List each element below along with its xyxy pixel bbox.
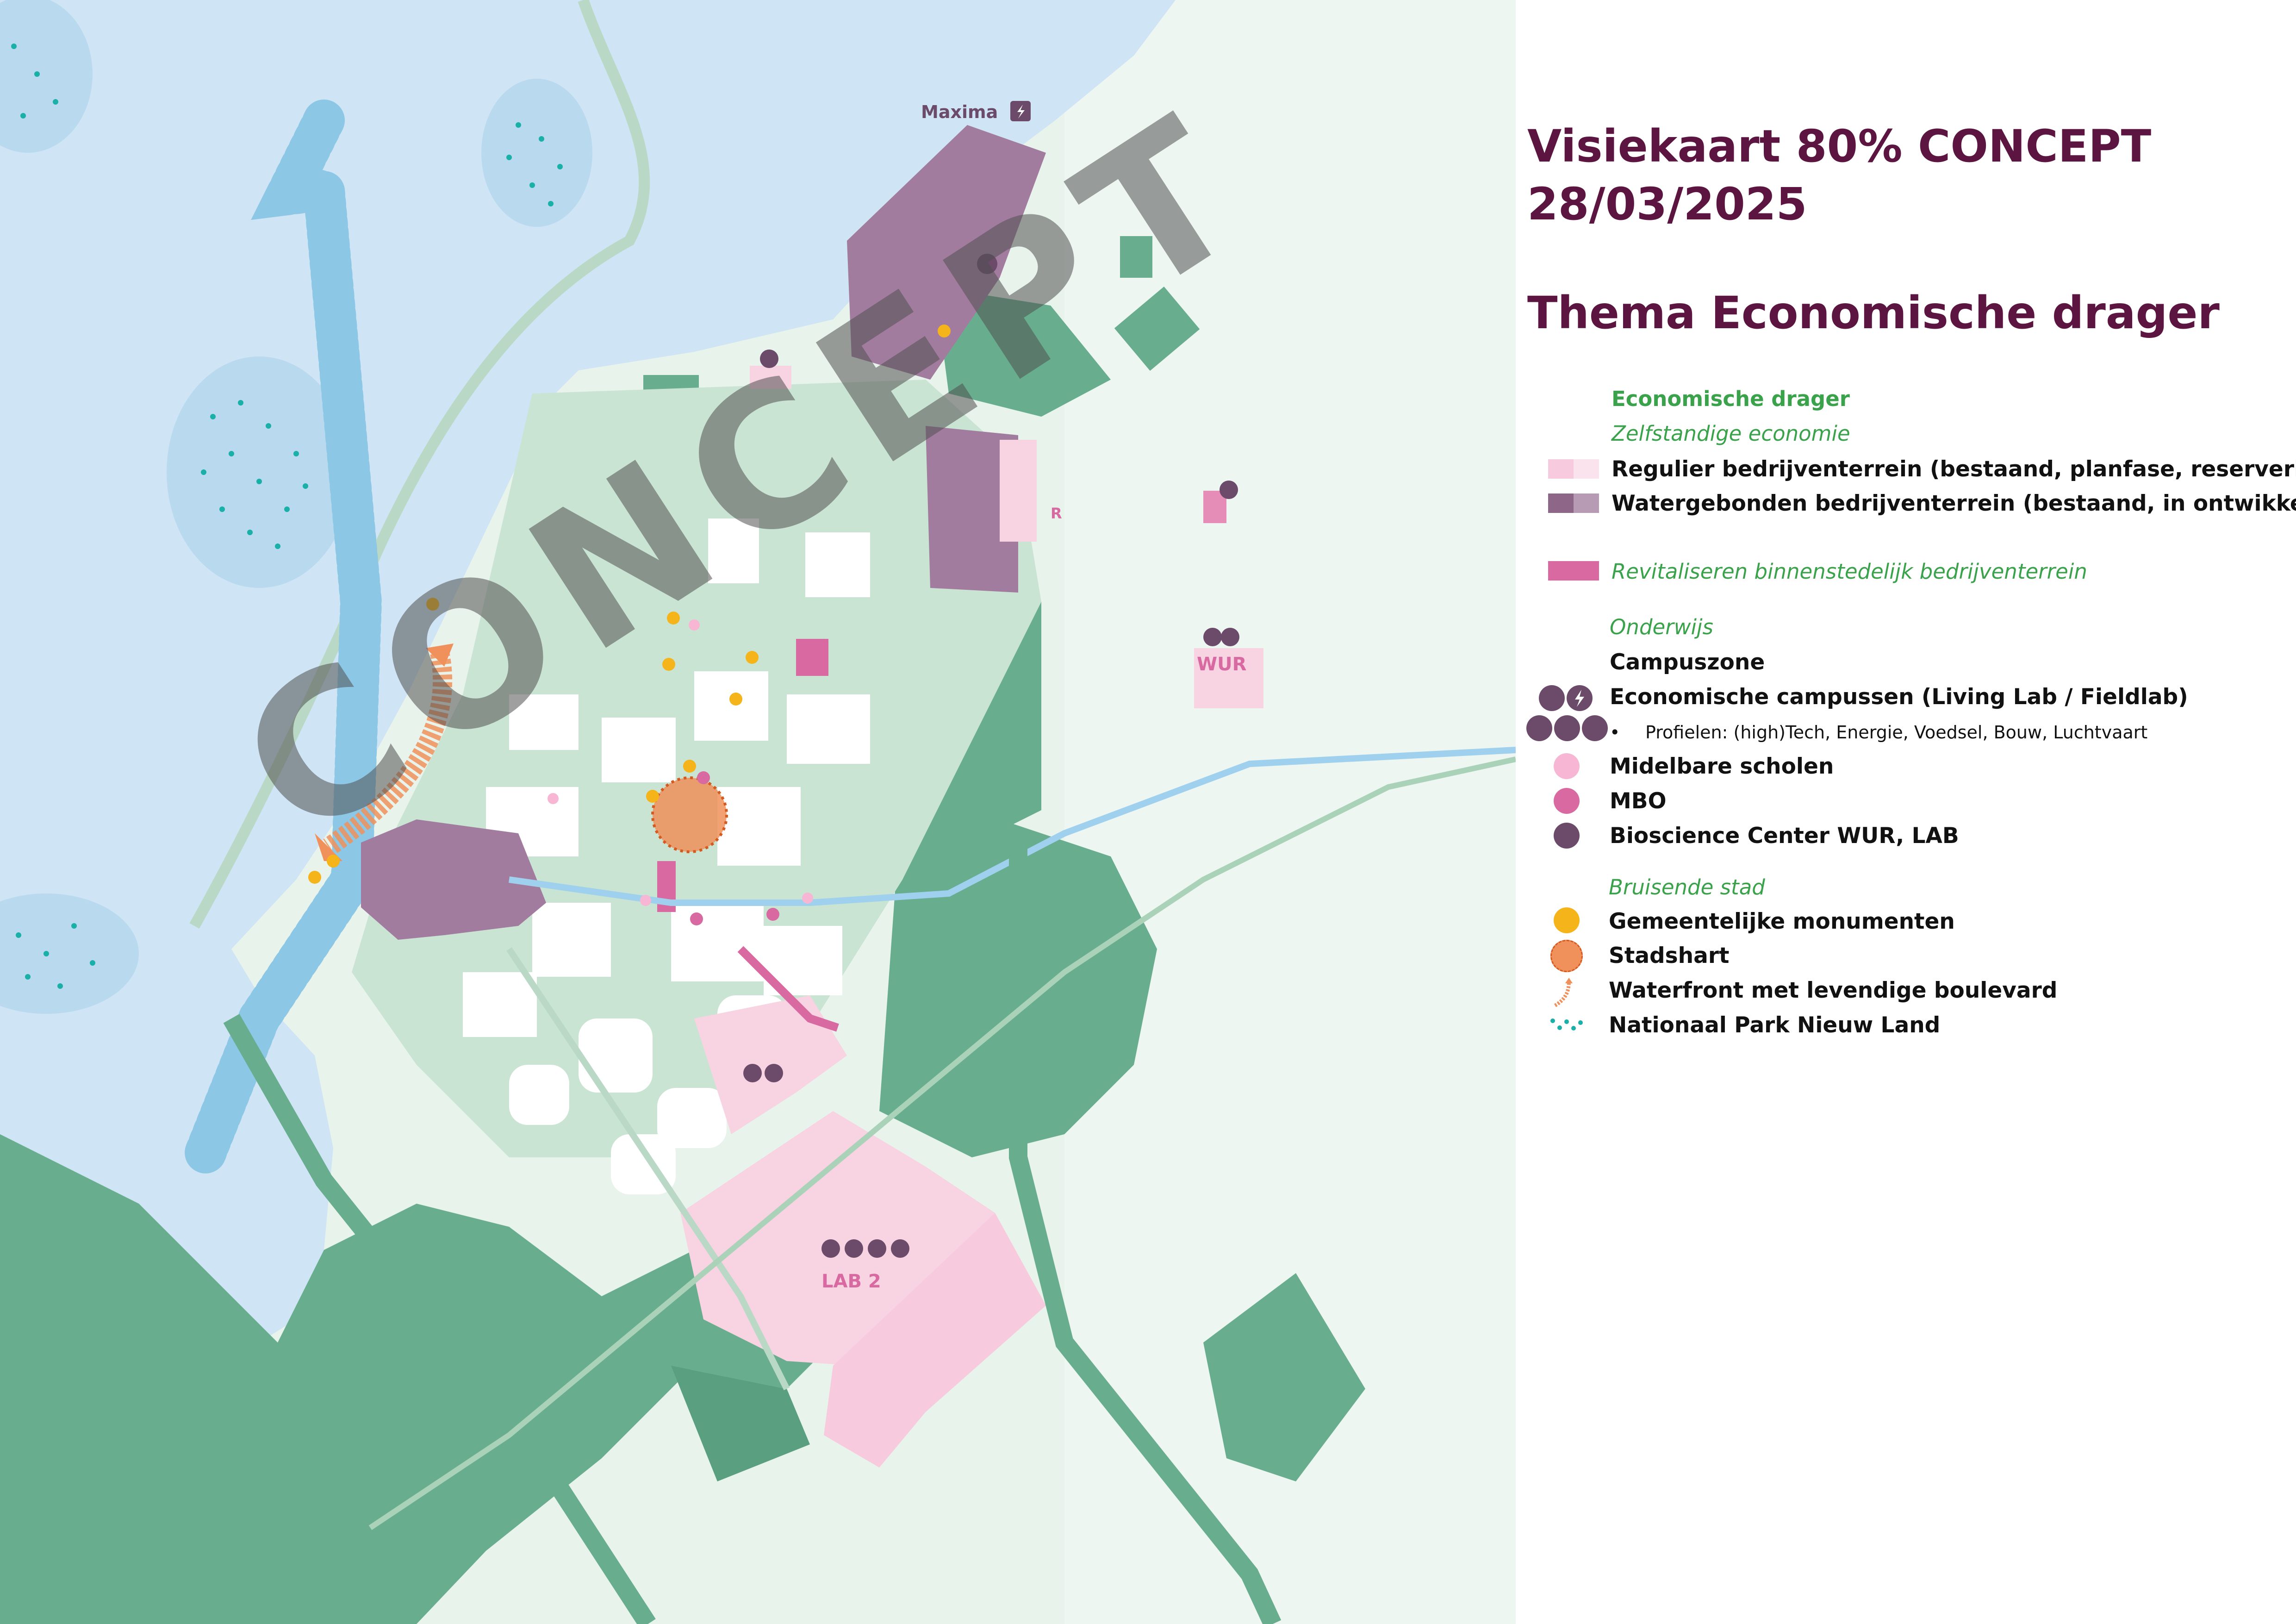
airplane-icon [1554,715,1580,741]
legend-waterfront: Waterfront met levendige boulevard [1609,978,2058,1003]
food-icon [1582,715,1608,741]
regulier-zone-b[interactable] [824,1213,1046,1468]
legend-regulier: Regulier bedrijventerrein (bestaand, pla… [1612,456,2296,482]
legend-campussen: Economische campussen (Living Lab / Fiel… [1610,684,2188,710]
legend-bioscience: Bioscience Center WUR, LAB [1610,823,1959,849]
watergebonden-swatch-2 [1574,493,1599,513]
monument-icon [1554,907,1580,933]
energy-icon [1567,685,1593,711]
bioscience-bulb-icon [1554,823,1580,849]
school-markers [548,619,813,906]
lab2-label: LAB 2 [821,1271,881,1292]
revitaliseren-a[interactable] [796,639,828,676]
maxima-label: Maxima [921,102,998,122]
campus-icons [743,254,1239,1258]
map-canvas [0,0,1516,1624]
legend-sub-heading-onderwijs: Onderwijs [1610,615,1713,639]
stadshart-marker[interactable] [653,778,727,852]
legend-midelbare: Midelbare scholen [1610,754,1834,779]
wur-label: WUR [1197,654,1247,675]
mbo-icon [1554,788,1580,814]
map-date: 28/03/2025 [1527,178,1807,230]
legend-sub-heading-zelfstandig: Zelfstandige economie [1612,421,1850,446]
legend-group-heading: Economische drager [1612,387,1850,411]
nationaal-park-icon [1548,1012,1585,1035]
mbo-markers [690,771,779,925]
legend-mbo: MBO [1610,788,1667,814]
watergebonden-zone-west[interactable] [361,819,546,940]
regulier-zone-r[interactable] [1000,440,1037,542]
legend-watergebonden: Watergebonden bedrijventerrein (bestaand… [1612,491,2296,516]
midelbare-school-icon [1554,753,1580,779]
fieldlab-icon [1539,685,1565,711]
legend-stadshart: Stadshart [1609,943,1730,968]
legend-bullet: • [1610,722,1620,743]
regulier-swatch-2 [1574,459,1599,479]
lab2-zone[interactable] [680,1111,995,1366]
legend-sub-heading-bruisende: Bruisende stad [1609,875,1765,899]
monument-markers [308,325,951,884]
legend-panel [1516,0,2296,1624]
legend-campuszone: Campuszone [1610,650,1765,675]
theme-title: Thema Economische drager [1527,287,2220,339]
legend-monumenten: Gemeentelijke monumenten [1609,909,1955,934]
map-area[interactable]: Maxima WUR LAB 2 R CONCEPT [0,0,1516,1624]
watergebonden-swatch-1 [1548,493,1574,513]
revitaliseren-swatch [1548,561,1599,581]
legend-profielen: Profielen: (high)Tech, Energie, Voedsel,… [1645,722,2148,743]
waterfront-arrow-icon [1550,977,1583,1009]
legend-revitaliseren: Revitaliseren binnenstedelijk bedrijvent… [1612,559,2087,584]
watergebonden-zone-mid[interactable] [926,426,1018,593]
map-title: Visiekaart 80% CONCEPT [1527,120,2152,172]
tech-icon [1526,715,1552,741]
park-arrow [183,100,382,1178]
nationaal-park-dots [11,44,563,989]
regulier-swatch-1 [1548,459,1574,479]
stadshart-icon [1550,940,1583,972]
legend-nationaal-park: Nationaal Park Nieuw Land [1609,1012,1941,1038]
r-label: R [1051,505,1062,522]
wur-zone[interactable] [1194,648,1263,708]
waterfront-arrow[interactable] [323,650,453,856]
watergebonden-zone-north[interactable] [847,125,1046,380]
